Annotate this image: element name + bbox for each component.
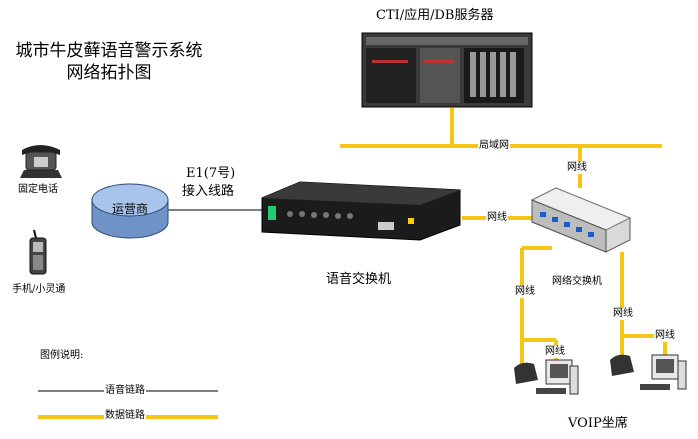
voice-switch-label: 语音交换机 [326,272,392,287]
legend-voice-link: 语音链路 [104,385,146,397]
e1-label-line1: E1(7号) [186,166,236,181]
title-line-2: 网络拓扑图 [66,63,152,83]
title-line-1: 城市牛皮藓语音警示系统 [15,41,203,61]
carrier-label: 运营商 [112,202,149,216]
lan-label: 局域网 [478,140,510,152]
carrier-cylinder [91,183,169,239]
link-label-lan-switch: 网线 [566,162,588,174]
legend-heading: 图例说明: [40,350,84,361]
mobile-phone-icon [29,229,47,275]
server-icon [361,32,533,108]
link-label-voice-switch: 网线 [486,212,508,224]
server-label: CTI/应用/DB服务器 [376,8,494,23]
network-switch-icon [530,187,632,253]
voip-seat-icon-2 [610,354,687,390]
voip-seat-icon-1 [514,359,579,395]
legend-data-link: 数据链路 [104,410,146,422]
diagram-title: 城市牛皮藓语音警示系统 网络拓扑图 [4,40,214,84]
e1-label-line2: 接入线路 [182,184,235,199]
link-label-right-drop: 网线 [612,308,634,320]
mobile-phone-label: 手机/小灵通 [12,284,66,295]
link-label-seat2: 网线 [654,330,676,342]
voice-switch-icon [261,181,461,241]
network-switch-label: 网络交换机 [552,276,602,287]
voip-label: VOIP坐席 [568,416,628,431]
fixed-phone-label: 固定电话 [18,184,58,195]
link-label-seat1: 网线 [544,346,566,358]
fixed-phone-icon [20,145,62,178]
link-label-left-drop: 网线 [514,286,536,298]
